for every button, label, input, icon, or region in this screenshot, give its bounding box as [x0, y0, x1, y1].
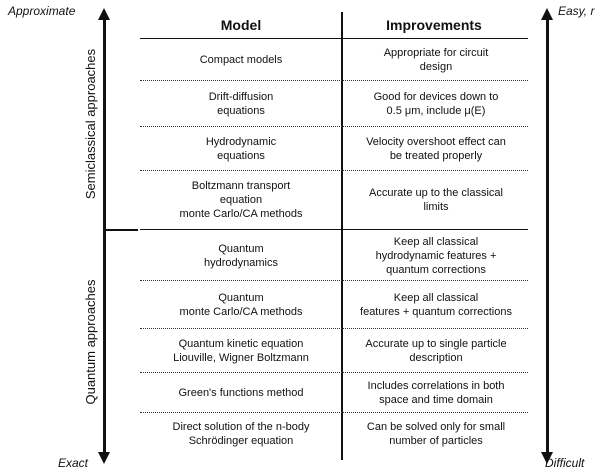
improvement-text: Accurate up to the classical limits	[369, 187, 503, 213]
left-arrow-shaft	[102, 19, 106, 453]
model-text: Green's functions method	[178, 387, 304, 399]
model-cell: Quantum hydrodynamics	[142, 232, 340, 280]
column-divider	[341, 12, 343, 460]
row-separator	[140, 328, 528, 329]
model-cell: Direct solution of the n-body Schrödinge…	[142, 414, 340, 454]
improvement-cell: Accurate up to the classical limits	[344, 172, 528, 228]
model-text: Quantum kinetic equation Liouville, Wign…	[173, 338, 309, 364]
model-cell: Compact models	[142, 40, 340, 80]
model-cell: Quantum kinetic equation Liouville, Wign…	[142, 330, 340, 372]
right-arrow-down-head	[541, 452, 553, 464]
improvement-text: Keep all classical features + quantum co…	[360, 292, 512, 318]
model-column-header: Model	[220, 17, 262, 33]
improvement-cell: Can be solved only for small number of p…	[344, 414, 528, 454]
corner-label-difficult: Difficult	[545, 456, 585, 470]
improvement-cell: Keep all classical hydrodynamic features…	[344, 232, 528, 280]
model-cell: Green's functions method	[142, 374, 340, 412]
section-rule	[140, 229, 528, 230]
row-separator	[140, 126, 528, 127]
improvement-text: Velocity overshoot effect can be treated…	[366, 136, 506, 162]
model-cell: Quantum monte Carlo/CA methods	[142, 282, 340, 328]
quantum-approaches-label: Quantum approaches	[83, 279, 98, 405]
model-text: Drift-diffusion equations	[208, 91, 274, 117]
model-text: Quantum hydrodynamics	[204, 243, 278, 269]
improvement-text: Includes correlations in both space and …	[367, 380, 505, 406]
semiclassical-approaches-label: Semiclassical approaches	[83, 48, 98, 200]
section-divider-tick	[104, 229, 138, 231]
row-separator	[140, 170, 528, 171]
right-arrow-up-head	[541, 8, 553, 20]
model-cell: Drift-diffusion equations	[142, 82, 340, 126]
improvement-cell: Velocity overshoot effect can be treated…	[344, 128, 528, 170]
improvement-text: Good for devices down to 0.5 μm, include…	[373, 91, 499, 117]
row-separator	[140, 372, 528, 373]
improvement-text: Can be solved only for small number of p…	[366, 421, 506, 447]
model-text: Boltzmann transport equation monte Carlo…	[179, 180, 303, 220]
improvement-cell: Includes correlations in both space and …	[344, 374, 528, 412]
improvement-text: Keep all classical hydrodynamic features…	[375, 236, 497, 276]
row-separator	[140, 412, 528, 413]
model-text: Compact models	[199, 54, 283, 66]
model-cell: Hydrodynamic equations	[142, 128, 340, 170]
header-rule	[140, 38, 528, 39]
model-text: Direct solution of the n-body Schrödinge…	[172, 421, 310, 447]
corner-label-easy: Easy, r	[558, 4, 595, 18]
left-arrow-down-head	[98, 452, 110, 464]
improvement-text: Appropriate for circuit design	[383, 47, 489, 73]
corner-label-exact: Exact	[58, 456, 89, 470]
improvement-cell: Appropriate for circuit design	[344, 40, 528, 80]
left-arrow-up-head	[98, 8, 110, 20]
improvement-cell: Good for devices down to 0.5 μm, include…	[344, 82, 528, 126]
model-cell: Boltzmann transport equation monte Carlo…	[142, 172, 340, 228]
improvement-text: Accurate up to single particle descripti…	[365, 338, 507, 364]
corner-label-approximate: Approximate	[8, 4, 76, 18]
row-separator	[140, 280, 528, 281]
model-text: Hydrodynamic equations	[205, 136, 277, 162]
model-text: Quantum monte Carlo/CA methods	[179, 292, 303, 318]
right-arrow-shaft	[545, 19, 549, 453]
improvement-cell: Keep all classical features + quantum co…	[344, 282, 528, 328]
improvement-cell: Accurate up to single particle descripti…	[344, 330, 528, 372]
row-separator	[140, 80, 528, 81]
improvements-column-header: Improvements	[386, 17, 482, 33]
